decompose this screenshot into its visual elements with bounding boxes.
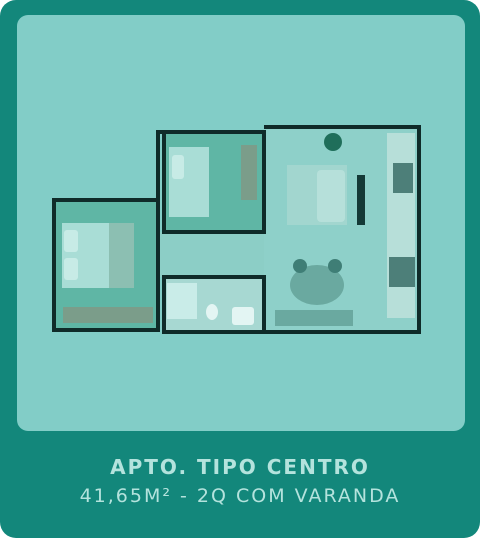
floorplan-drawing [52,125,421,334]
pillow-1 [64,230,78,252]
bed-1-blanket [109,223,134,288]
sofa [317,170,345,222]
plant [324,133,342,151]
pillow-3 [172,155,184,179]
bench [275,310,353,326]
chair-1 [293,259,307,273]
floorplan-image [17,15,465,431]
walls [52,125,421,334]
fridge [389,257,415,287]
wardrobe-1 [63,307,153,323]
hallway-floor [158,232,264,277]
pillow-2 [64,258,78,280]
wardrobe-2 [241,145,257,200]
plan-title: APTO. TIPO CENTRO [110,455,370,479]
toilet [206,304,218,320]
tv-unit [357,175,365,225]
chair-2 [328,259,342,273]
stove [393,163,413,193]
shower-tiles [167,283,197,319]
plan-subtitle: 41,65M² - 2Q COM VARANDA [79,485,401,507]
sink [232,307,254,325]
dining-table [290,265,344,305]
card-caption: APTO. TIPO CENTRO 41,65M² - 2Q COM VARAN… [0,451,480,509]
kitchen-counter [387,133,415,318]
